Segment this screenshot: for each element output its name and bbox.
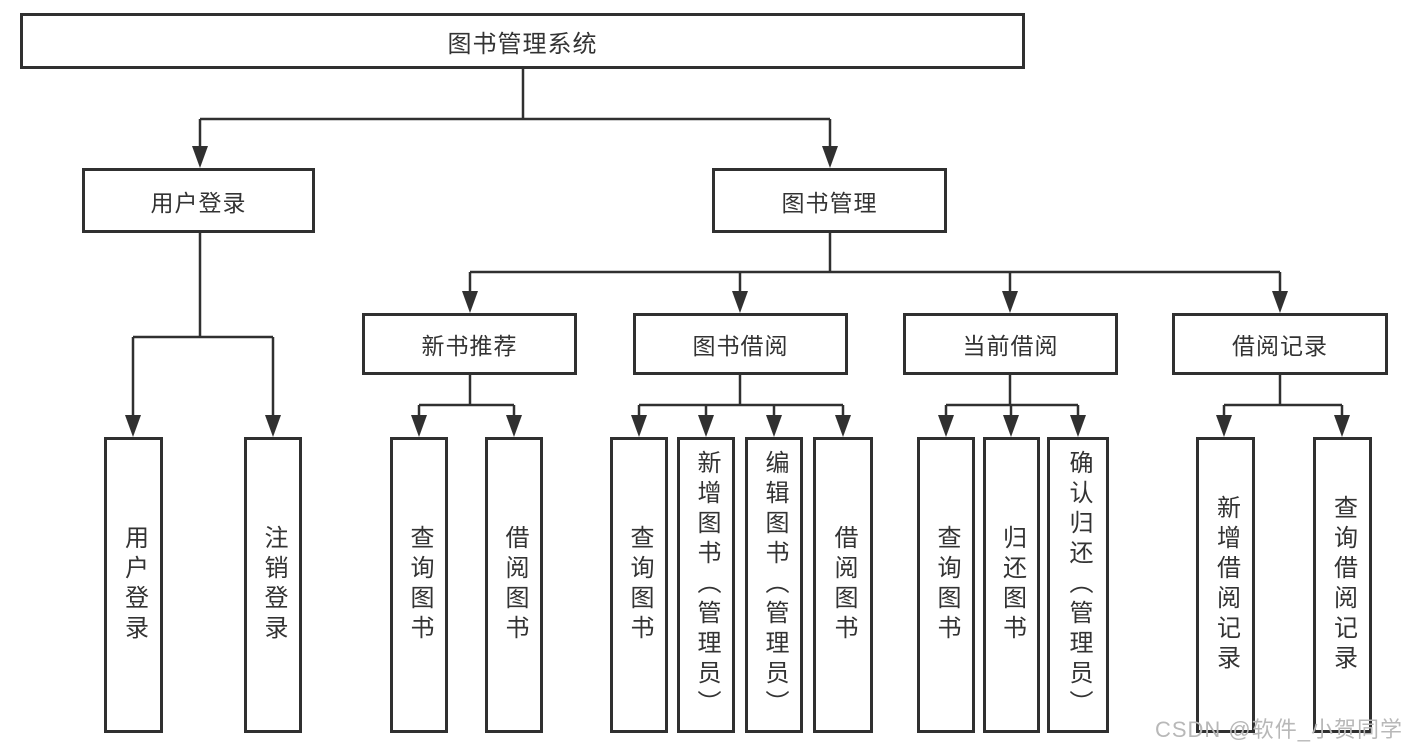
node-label: 查询借阅记录: [1329, 495, 1357, 675]
node-borrowing-borrow-books: 借阅图书: [813, 437, 873, 733]
node-recommend-query-books: 查询图书: [390, 437, 448, 733]
node-logout-login: 注销登录: [244, 437, 302, 733]
node-label: 查询图书: [933, 525, 960, 645]
node-borrowing-query-books: 查询图书: [610, 437, 668, 733]
node-user-login-group: 用户登录: [82, 168, 315, 233]
node-borrowing-edit-books-admin: 编辑图书（管理员）: [745, 437, 803, 733]
node-label: 借阅图书: [501, 525, 528, 645]
node-label: 新增图书（管理员）: [693, 450, 720, 720]
node-records-add-borrow-record: 新增借阅记录: [1196, 437, 1255, 733]
node-label: 用户登录: [120, 525, 148, 645]
node-book-borrowing: 图书借阅: [633, 313, 848, 375]
node-current-query-books: 查询图书: [917, 437, 975, 733]
node-label: 编辑图书（管理员）: [761, 450, 788, 720]
node-borrowing-add-books-admin: 新增图书（管理员）: [677, 437, 735, 733]
node-label: 注销登录: [260, 525, 287, 645]
node-library-system: 图书管理系统: [20, 13, 1025, 69]
node-current-confirm-return-admin: 确认归还（管理员）: [1047, 437, 1109, 733]
node-borrowing-records: 借阅记录: [1172, 313, 1388, 375]
node-new-book-recommendation: 新书推荐: [362, 313, 577, 375]
node-label: 归还图书: [998, 525, 1026, 645]
node-label: 借阅图书: [830, 525, 857, 645]
node-recommend-borrow-books: 借阅图书: [485, 437, 543, 733]
node-book-management: 图书管理: [712, 168, 947, 233]
csdn-watermark: CSDN @软件_小贺同学: [1154, 717, 1403, 742]
node-label: 新增借阅记录: [1212, 495, 1240, 675]
node-label: 确认归还（管理员）: [1065, 450, 1092, 720]
node-user-login: 用户登录: [104, 437, 163, 733]
node-current-return-books: 归还图书: [983, 437, 1040, 733]
node-label: 查询图书: [626, 525, 653, 645]
node-records-query-borrow-record: 查询借阅记录: [1313, 437, 1372, 733]
node-label: 查询图书: [406, 525, 433, 645]
node-current-borrowing: 当前借阅: [903, 313, 1118, 375]
